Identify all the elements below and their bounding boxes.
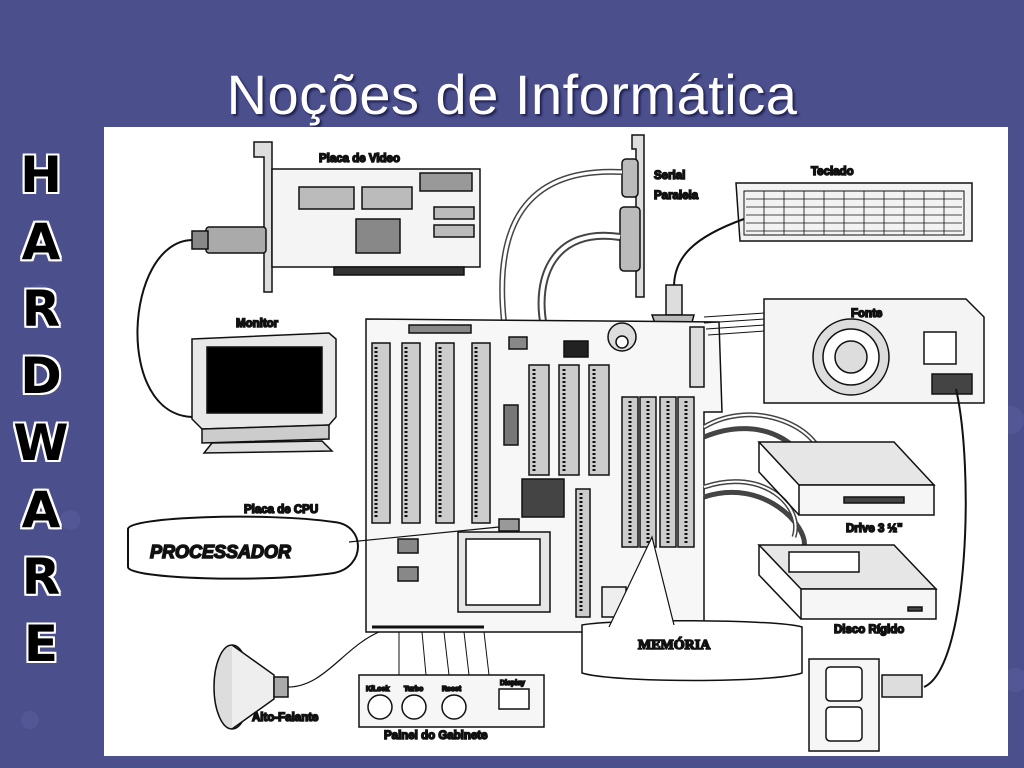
front-panel-reset-label: Reset xyxy=(442,686,462,693)
hardware-diagram: Placa de Video Monitor Serial Paralela xyxy=(127,134,985,752)
vertical-letter: A xyxy=(21,481,61,539)
vertical-letter: H xyxy=(20,146,62,204)
front-panel-lock-label: K/Lock xyxy=(366,686,389,693)
power-supply-label: Fonte xyxy=(851,308,882,320)
vertical-letter: D xyxy=(20,347,62,405)
hardware-diagram-panel: Placa de Video Monitor Serial Paralela xyxy=(104,127,1008,756)
parallel-label: Paralela xyxy=(654,190,699,202)
vertical-letter: W xyxy=(13,414,69,472)
memory-callout-label: MEMÓRIA xyxy=(638,636,711,653)
serial-label: Serial xyxy=(654,170,685,182)
vertical-letter: R xyxy=(21,548,61,606)
hard-disk-label: Disco Rígido xyxy=(834,624,904,636)
front-panel xyxy=(358,631,545,728)
video-card-label: Placa de Video xyxy=(319,153,400,165)
floppy-drive xyxy=(757,441,936,516)
power-supply xyxy=(763,298,985,404)
vertical-letter: A xyxy=(21,213,61,271)
vertical-hardware-word: H A R D W A R E xyxy=(0,142,82,678)
front-panel-label: Painel do Gabinete xyxy=(384,730,488,742)
front-panel-turbo-label: Turbo xyxy=(404,686,423,693)
monitor-label: Monitor xyxy=(236,318,279,330)
hard-disk xyxy=(757,544,938,620)
video-card xyxy=(191,141,481,293)
keyboard-label: Teclado xyxy=(811,166,854,178)
keyboard xyxy=(735,182,973,242)
vertical-letter: E xyxy=(23,615,59,673)
vertical-letter: R xyxy=(21,280,61,338)
speaker xyxy=(213,644,289,730)
wall-outlet xyxy=(808,658,923,752)
processor-callout-label: PROCESSADOR xyxy=(150,542,291,562)
front-panel-display-label: Display xyxy=(500,680,525,687)
motherboard xyxy=(365,318,723,633)
cpu-board-label: Placa de CPU xyxy=(244,504,318,516)
slide-title: Noções de Informática xyxy=(226,63,798,126)
speaker-label: Alto-Falante xyxy=(252,712,318,724)
serial-parallel-ports xyxy=(619,134,645,298)
monitor xyxy=(191,332,337,454)
floppy-drive-label: Drive 3 ½" xyxy=(846,523,903,535)
